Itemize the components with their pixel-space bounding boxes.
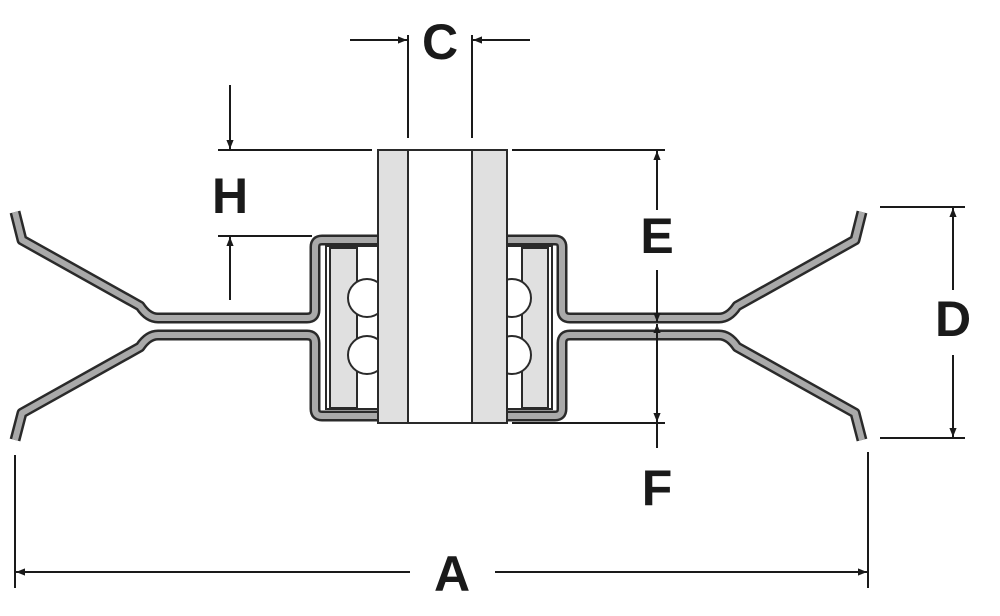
pulley-sheet-left bbox=[15, 212, 378, 440]
dimension-e: E bbox=[512, 149, 674, 322]
bearing-left bbox=[325, 245, 387, 410]
label-f: F bbox=[642, 460, 673, 516]
hub bbox=[377, 149, 508, 424]
label-a: A bbox=[434, 546, 470, 602]
dimension-d: D bbox=[880, 206, 971, 439]
dimension-f: F bbox=[512, 324, 672, 516]
label-h: H bbox=[212, 168, 248, 224]
dimension-a: A bbox=[14, 452, 869, 602]
pulley-sheet-right bbox=[499, 212, 862, 440]
label-c: C bbox=[422, 14, 458, 70]
label-e: E bbox=[640, 208, 673, 264]
dimension-h: H bbox=[212, 85, 372, 300]
label-d: D bbox=[935, 291, 971, 347]
dimension-c: C bbox=[350, 14, 530, 138]
